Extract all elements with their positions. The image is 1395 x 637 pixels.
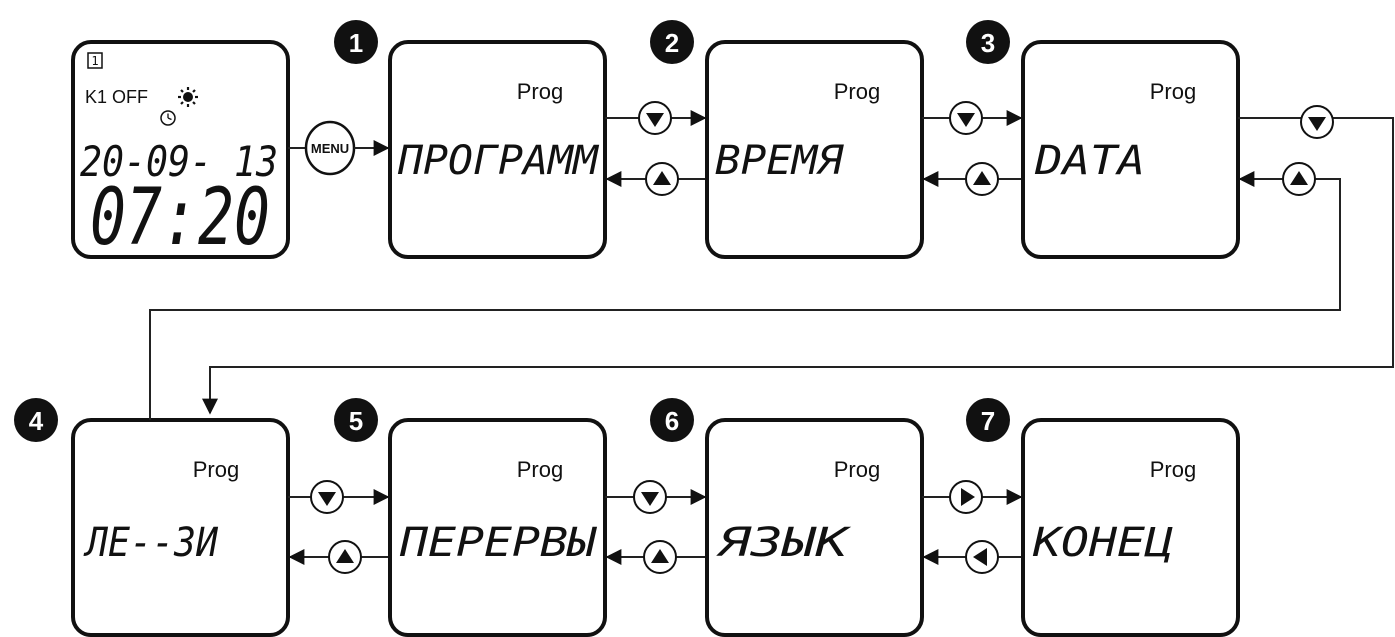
step-4-screen — [71, 418, 290, 637]
step-1-prog-label: Prog — [517, 79, 563, 104]
step-5-number: 5 — [349, 406, 363, 436]
step-2: Prog ВРЕМЯ 2 — [650, 20, 924, 259]
step-3: Prog DATA 3 — [966, 20, 1240, 259]
step-4-label: ЛЕ--ЗИ — [83, 520, 219, 566]
step-2-screen — [705, 40, 924, 259]
step-1-number: 1 — [349, 28, 363, 58]
step-1: Prog ПРОГРАММ 1 — [334, 20, 607, 259]
step-6-screen — [705, 418, 924, 637]
step-3-label: DATA — [1034, 138, 1145, 184]
step-3-number: 3 — [981, 28, 995, 58]
up-arrow-button-icon[interactable] — [643, 540, 677, 574]
home-screen-frame — [71, 40, 290, 259]
step-4-prog-label: Prog — [193, 457, 239, 482]
step-2-badge — [650, 20, 694, 64]
step-1-badge — [334, 20, 378, 64]
down-arrow-button-icon[interactable] — [633, 480, 667, 514]
clock-icon — [160, 110, 176, 126]
step-5-label: ПЕРЕРВЫ — [399, 520, 597, 566]
step-7-number: 7 — [981, 406, 995, 436]
arrow-3-to-4 — [202, 117, 1394, 415]
home-display: 1 K1 OFF 20-09- 13 07:20 — [71, 40, 290, 263]
time-display: 07:20 — [90, 173, 270, 263]
down-arrow-button-icon[interactable] — [1300, 105, 1334, 139]
down-arrow-button-icon[interactable] — [949, 101, 983, 135]
sun-icon — [178, 87, 198, 107]
step-3-screen — [1021, 40, 1240, 259]
step-5-badge — [334, 398, 378, 442]
program-indicator: 1 — [91, 54, 98, 68]
step-3-badge — [966, 20, 1010, 64]
step-6-badge — [650, 398, 694, 442]
step-5-prog-label: Prog — [517, 457, 563, 482]
left-arrow-button-icon[interactable] — [965, 540, 999, 574]
program-indicator-box — [87, 52, 103, 69]
step-6-number: 6 — [665, 406, 679, 436]
step-4: Prog ЛЕ--ЗИ 4 — [14, 398, 290, 637]
step-7-screen — [1021, 418, 1240, 637]
up-arrow-button-icon[interactable] — [1282, 162, 1316, 196]
step-6: Prog ЯЗЫК 6 — [650, 398, 924, 637]
menu-button[interactable]: MENU — [304, 120, 356, 176]
menu-button-label: MENU — [311, 141, 349, 156]
step-5: Prog ПЕРЕРВЫ 5 — [334, 398, 607, 637]
step-4-badge — [14, 398, 58, 442]
step-2-label: ВРЕМЯ — [715, 138, 844, 184]
step-1-screen — [388, 40, 607, 259]
step-6-label: ЯЗЫК — [715, 520, 852, 566]
step-6-prog-label: Prog — [834, 457, 880, 482]
down-arrow-button-icon[interactable] — [638, 101, 672, 135]
date-display: 20-09- 13 — [80, 137, 278, 186]
step-5-screen — [388, 418, 607, 637]
step-7-badge — [966, 398, 1010, 442]
step-1-label: ПРОГРАММ — [397, 138, 600, 184]
right-arrow-button-icon[interactable] — [949, 480, 983, 514]
up-arrow-button-icon[interactable] — [965, 162, 999, 196]
step-7-label: КОНЕЦ — [1032, 520, 1173, 566]
status-text: K1 OFF — [85, 87, 148, 107]
step-7: Prog КОНЕЦ 7 — [966, 398, 1240, 637]
step-4-number: 4 — [29, 406, 44, 436]
down-arrow-button-icon[interactable] — [310, 480, 344, 514]
step-7-prog-label: Prog — [1150, 457, 1196, 482]
up-arrow-button-icon[interactable] — [328, 540, 362, 574]
up-arrow-button-icon[interactable] — [645, 162, 679, 196]
step-2-prog-label: Prog — [834, 79, 880, 104]
step-3-prog-label: Prog — [1150, 79, 1196, 104]
step-2-number: 2 — [665, 28, 679, 58]
